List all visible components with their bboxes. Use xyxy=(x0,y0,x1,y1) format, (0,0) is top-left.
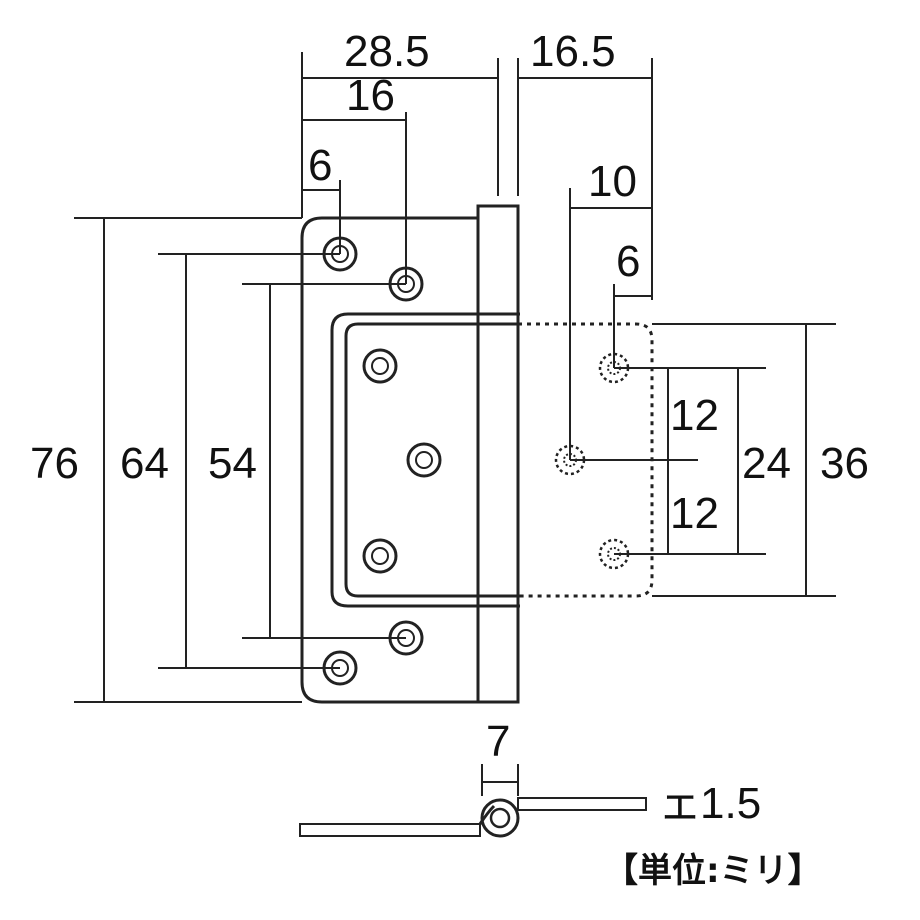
dim-7: 7 xyxy=(486,717,510,766)
dim-76: 76 xyxy=(30,439,79,488)
dim-64: 64 xyxy=(120,439,169,488)
dim-12-top: 12 xyxy=(670,391,719,440)
hinge-knuckle xyxy=(476,204,520,704)
right-dimension-lines xyxy=(570,323,836,597)
dim-6-left: 6 xyxy=(308,141,332,190)
dimension-labels: 28.5 16 6 16.5 10 6 76 64 54 12 12 24 36… xyxy=(30,27,869,828)
dim-36: 36 xyxy=(820,439,869,488)
dim-6-right: 6 xyxy=(616,237,640,286)
dim-10: 10 xyxy=(588,157,637,206)
dim-12-bottom: 12 xyxy=(670,489,719,538)
screw-hole xyxy=(362,348,398,384)
hinge-side-view xyxy=(299,764,647,838)
left-dimension-lines xyxy=(74,217,406,703)
screw-hole xyxy=(362,538,398,574)
screw-holes-left xyxy=(322,236,442,686)
unit-label: 【単位:ミリ】 xyxy=(604,851,822,891)
screw-hole xyxy=(406,442,442,478)
hinge-leaf-left xyxy=(300,216,520,704)
thickness-marker: ェ xyxy=(658,779,702,828)
dim-16-5: 16.5 xyxy=(530,27,616,76)
top-dimension-lines xyxy=(301,52,653,460)
dim-16: 16 xyxy=(346,71,395,120)
dim-1-5: 1.5 xyxy=(700,779,761,828)
dim-24: 24 xyxy=(742,439,791,488)
dim-54: 54 xyxy=(208,439,257,488)
dim-28-5: 28.5 xyxy=(344,27,430,76)
